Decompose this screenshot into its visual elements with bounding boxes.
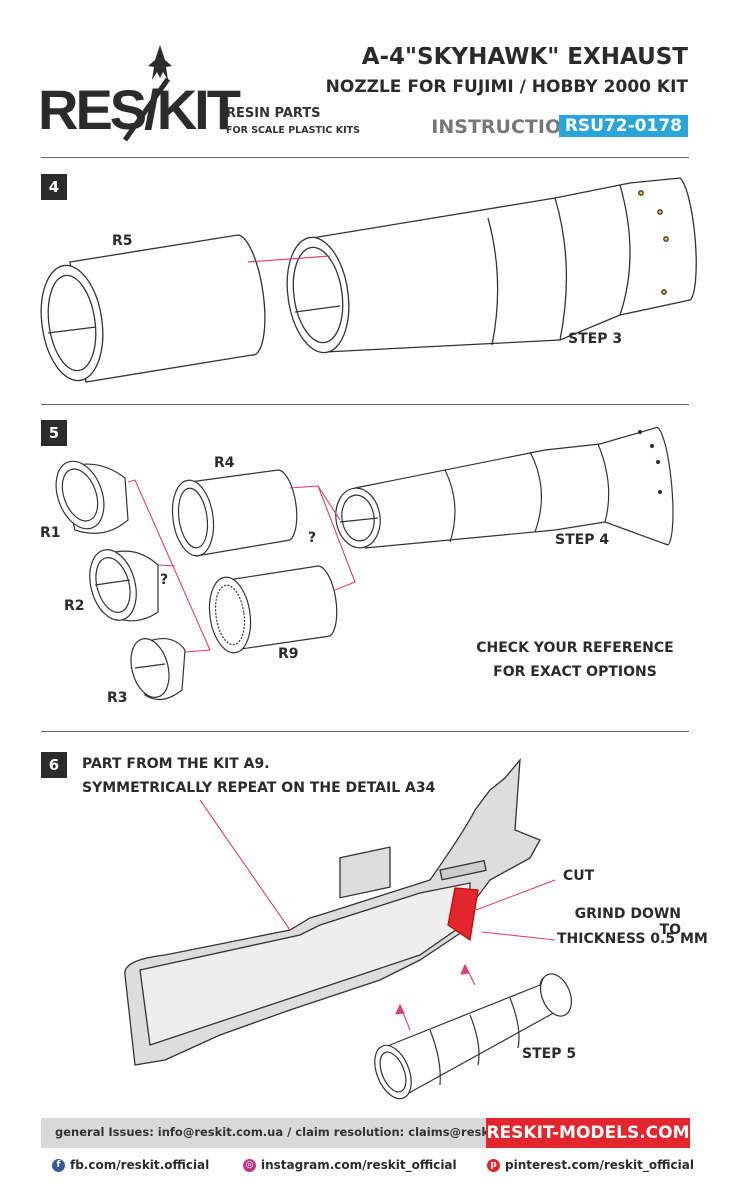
instruction-label: INSTRUCTION (431, 116, 577, 138)
part-label-r5: R5 (112, 233, 133, 249)
step5-mini-nozzle (374, 973, 572, 1100)
footer-contact-bar (41, 1118, 486, 1148)
question-mark-2: ? (308, 530, 317, 546)
product-title: A-4"SKYHAWK" EXHAUST (361, 44, 688, 70)
pinterest-icon: p (487, 1158, 500, 1172)
part-label-r4: R4 (214, 455, 235, 471)
part-label-r2: R2 (64, 598, 85, 614)
jet-logo-icon (148, 45, 172, 80)
facebook-icon: f (52, 1158, 65, 1172)
part-label-r9: R9 (278, 646, 299, 662)
reference-note-line-1: CHECK YOUR REFERENCE (476, 640, 674, 656)
website-link[interactable]: RESKIT-MODELS.COM (486, 1118, 690, 1148)
facebook-label: fb.com/reskit.official (70, 1158, 210, 1172)
step5-guide-lines (127, 479, 356, 653)
cut-label: CUT (563, 868, 595, 884)
step5-drawing (55, 426, 674, 701)
pinterest-link[interactable]: p pinterest.com/reskit_official (487, 1158, 694, 1172)
step6-text-2: SYMMETRICALLY REPEAT ON THE DETAIL A34 (82, 780, 436, 796)
pinterest-label: pinterest.com/reskit_official (505, 1158, 694, 1172)
instagram-icon: ◎ (243, 1158, 256, 1172)
divider (41, 157, 689, 158)
reference-note-line-2: FOR EXACT OPTIONS (493, 664, 657, 680)
tagline-scale-kits: FOR SCALE PLASTIC KITS (226, 125, 360, 136)
question-mark-1: ? (160, 572, 169, 588)
grind-label-2: THICKNESS 0.5 MM (557, 931, 708, 947)
step-3-ref: STEP 3 (568, 331, 623, 347)
part-label-r1: R1 (40, 525, 61, 541)
logo-slash (122, 77, 171, 142)
part-label-r3: R3 (107, 690, 128, 706)
step6-guide-lines (199, 799, 556, 1031)
step6-text-1: PART FROM THE KIT A9. (82, 756, 270, 772)
step-6-badge: 6 (41, 752, 67, 778)
step4-drawing (40, 177, 697, 383)
divider (41, 731, 689, 732)
product-code-badge: RSU72-0178 (558, 115, 688, 137)
reskit-logo: RES/KIT (38, 78, 241, 141)
grind-label-1: GRIND DOWN TO (574, 906, 681, 938)
step-5-ref: STEP 5 (522, 1046, 577, 1062)
step-5-badge: 5 (41, 420, 67, 446)
facebook-link[interactable]: f fb.com/reskit.official (52, 1158, 209, 1172)
divider (41, 404, 689, 405)
step-4-ref: STEP 4 (555, 532, 610, 548)
instagram-label: instagram.com/reskit_official (261, 1158, 457, 1172)
step-4-badge: 4 (41, 174, 67, 200)
instagram-link[interactable]: ◎ instagram.com/reskit_official (243, 1158, 457, 1172)
step6-drawing (124, 758, 541, 1066)
tagline-resin-parts: RESIN PARTS (226, 106, 321, 121)
product-subtitle: NOZZLE FOR FUJIMI / HOBBY 2000 KIT (325, 77, 688, 97)
footer-contacts: general Issues: info@reskit.com.ua / cla… (55, 1125, 550, 1139)
